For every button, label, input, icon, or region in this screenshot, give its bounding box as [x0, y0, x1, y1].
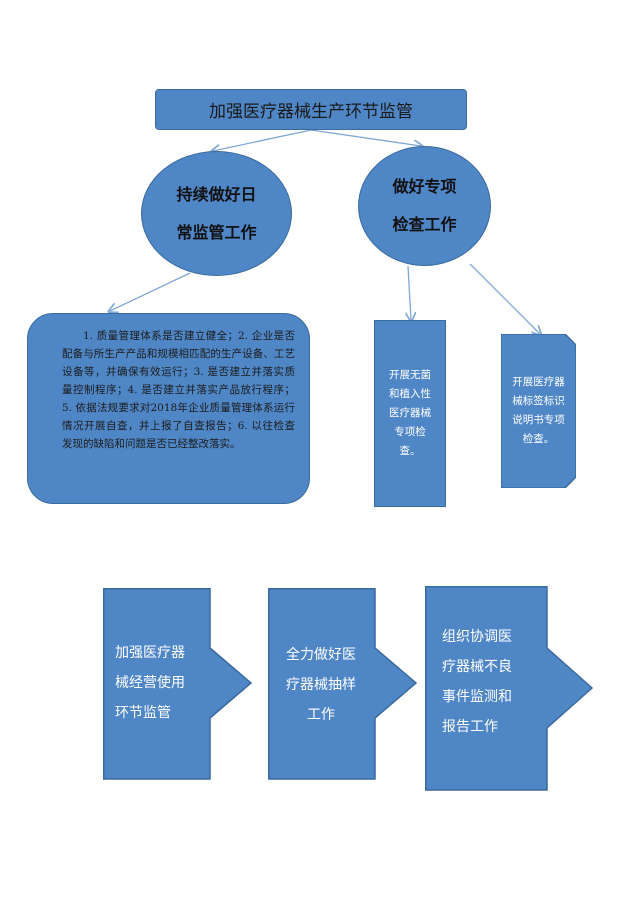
arrow-2-line2: 疗器械抽样 [286, 677, 356, 693]
title-box: 加强医疗器械生产环节监管 [155, 89, 467, 130]
connector-right-detail-1 [408, 265, 411, 320]
sterile-implant-inspection-text: 开展无菌和植入性医疗器械专项检查。 [389, 369, 431, 457]
arrow-shape-2 [268, 588, 418, 780]
arrow-3-line4: 报告工作 [442, 719, 498, 735]
arrow-3-line3: 事件监测和 [442, 689, 512, 705]
daily-supervision-line1: 持续做好日 [176, 184, 257, 204]
daily-supervision-detail-box: 1. 质量管理体系是否建立健全；2. 企业是否配备与所生产产品和规模相匹配的生产… [27, 313, 310, 504]
special-inspection-line1: 做好专项 [392, 177, 457, 196]
arrow-3-line2: 疗器械不良 [442, 659, 512, 675]
arrow-2-line1: 全力做好医 [286, 647, 356, 663]
title-text: 加强医疗器械生产环节监管 [209, 102, 413, 122]
arrow-shape-1 [103, 588, 253, 780]
label-inspection-box: 开展医疗器械标签标识说明书专项检查。 [501, 334, 576, 488]
connector-title-right [310, 129, 421, 146]
connector-right-detail-2 [469, 263, 540, 334]
arrow-2-line3: 工作 [307, 707, 335, 723]
label-inspection-shape [501, 334, 576, 488]
arrow-3-line1: 组织协调医 [442, 629, 512, 645]
daily-supervision-node: 持续做好日 常监管工作 [141, 151, 292, 276]
daily-supervision-line2: 常监管工作 [176, 222, 257, 242]
daily-supervision-detail-text: 1. 质量管理体系是否建立健全；2. 企业是否配备与所生产产品和规模相匹配的生产… [62, 330, 295, 450]
arrow-1-line2: 械经营使用 [115, 675, 185, 691]
arrow-shape-3 [425, 586, 594, 791]
label-inspection-text: 开展医疗器械标签标识说明书专项检查。 [512, 376, 565, 445]
connector-title-left [213, 129, 312, 151]
special-inspection-node: 做好专项 检查工作 [358, 146, 491, 266]
arrow-1-line1: 加强医疗器 [115, 645, 185, 661]
sterile-implant-inspection-box: 开展无菌和植入性医疗器械专项检查。 [374, 320, 446, 507]
special-inspection-line2: 检查工作 [392, 215, 457, 234]
arrow-1-line3: 环节监管 [115, 705, 171, 721]
arrow-1-text: 加强医疗器 械经营使用 环节监管 [115, 638, 185, 728]
connector-left-detail [110, 272, 191, 311]
arrow-2-text: 全力做好医 疗器械抽样 工作 [281, 640, 361, 730]
arrow-3-text: 组织协调医 疗器械不良 事件监测和 报告工作 [442, 622, 512, 742]
